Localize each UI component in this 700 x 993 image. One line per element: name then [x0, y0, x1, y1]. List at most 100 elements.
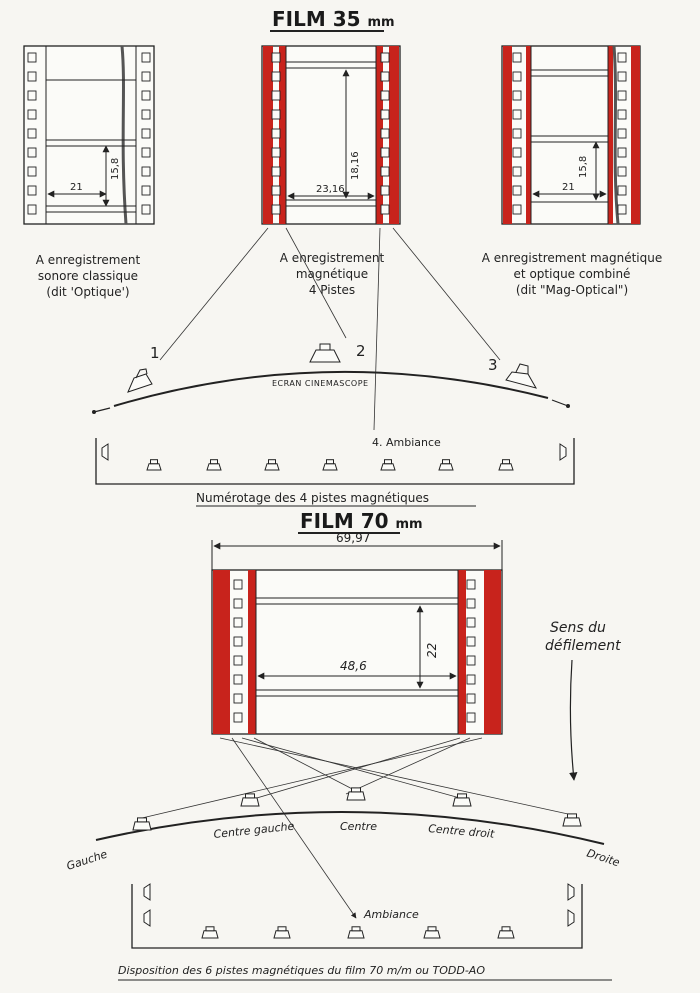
perforation: [380, 147, 390, 158]
ambiance-35-label: 4. Ambiance: [372, 436, 441, 449]
perforation: [617, 147, 627, 158]
perforation: [466, 598, 476, 609]
perforation: [233, 655, 243, 666]
perforation: [271, 204, 281, 215]
speaker-icon: [346, 787, 366, 801]
speaker-icon: [240, 793, 260, 807]
track-number-1: 1: [150, 344, 160, 362]
perforation: [617, 185, 627, 196]
perforation: [617, 71, 627, 82]
front-speakers-70: [132, 787, 582, 831]
svg-text:et optique combiné: et optique combiné: [514, 267, 631, 281]
perforation: [466, 693, 476, 704]
perforation: [233, 693, 243, 704]
cinemascope-screen: [113, 370, 549, 407]
perforation: [271, 52, 281, 63]
side-speaker-left-icon: [101, 443, 109, 461]
perforation: [466, 617, 476, 628]
film2-width: 23,16: [316, 184, 345, 195]
title-film-35: FILM 35 mm: [272, 7, 395, 31]
perforation: [512, 185, 522, 196]
speaker-icon: [438, 459, 454, 471]
speaker-front-right: [505, 363, 538, 389]
perforation: [380, 109, 390, 120]
perforation: [380, 185, 390, 196]
speaker-icon: [132, 817, 152, 831]
perforation: [233, 617, 243, 628]
track-leader-lines-35: [159, 227, 501, 431]
perforation: [512, 204, 522, 215]
svg-text:(dit 'Optique'): (dit 'Optique'): [46, 285, 129, 299]
perforation: [271, 90, 281, 101]
ambiance-speakers-35: [101, 443, 567, 471]
speaker-icon: [497, 926, 515, 939]
perforation: [271, 166, 281, 177]
film-35-magnetic: 23,16 18,16: [261, 45, 401, 225]
auditorium-35: [95, 438, 575, 485]
title-film-70: FILM 70 mm: [300, 509, 423, 533]
perforation: [271, 128, 281, 139]
track-number-3: 3: [488, 356, 498, 374]
perforation: [512, 128, 522, 139]
direction-label-line2: défilement: [545, 638, 621, 654]
perforation: [512, 52, 522, 63]
speaker-front-left: [127, 368, 153, 393]
perforation: [617, 109, 627, 120]
perforation: [271, 147, 281, 158]
perforation: [271, 185, 281, 196]
svg-text:sonore classique: sonore classique: [38, 269, 138, 283]
perforation: [617, 90, 627, 101]
film1-height: 15,8: [110, 158, 121, 180]
speaker-icon: [423, 926, 441, 939]
svg-text:magnétique: magnétique: [296, 267, 368, 281]
caption-film2: A enregistrement magnétique 4 Pistes: [280, 251, 385, 297]
perforation: [466, 674, 476, 685]
speaker-icon: [498, 459, 514, 471]
perforation: [466, 655, 476, 666]
side-speaker-left-icon: [143, 883, 151, 901]
film-35-mag-optical: 21 15,8: [501, 45, 641, 225]
perforation: [512, 90, 522, 101]
perforation: [233, 712, 243, 723]
perforation: [141, 109, 151, 120]
speaker-icon: [201, 926, 219, 939]
perforation: [466, 579, 476, 590]
speaker-label-gauche: Gauche: [65, 847, 109, 872]
speaker-icon: [380, 459, 396, 471]
perforation: [380, 90, 390, 101]
side-speaker-right-icon: [567, 883, 575, 901]
perforation: [617, 166, 627, 177]
perforation: [141, 166, 151, 177]
perforation: [27, 90, 37, 101]
perforation: [233, 674, 243, 685]
screen-label: ECRAN CINEMASCOPE: [272, 379, 369, 388]
film-70: 69,97 48,6 22: [211, 531, 503, 735]
film3-height: 15,8: [578, 156, 589, 178]
svg-text:A enregistrement: A enregistrement: [280, 251, 385, 265]
speaker-icon: [264, 459, 280, 471]
speaker-label-droite: Droite: [585, 846, 621, 869]
speaker-icon: [347, 926, 365, 939]
perforation: [512, 109, 522, 120]
perforation: [271, 109, 281, 120]
perforation: [380, 128, 390, 139]
speaker-front-center: [309, 343, 341, 363]
film70-image-height: 22: [425, 643, 439, 658]
film3-width: 21: [562, 182, 575, 193]
perforation: [27, 147, 37, 158]
ambiance-speakers-70: [143, 883, 575, 939]
side-speaker-right-icon: [559, 443, 567, 461]
speaker-icon: [206, 459, 222, 471]
svg-text:4 Pistes: 4 Pistes: [309, 283, 355, 297]
direction-label-line1: Sens du: [550, 620, 606, 636]
perforation: [27, 128, 37, 139]
screen-70: [95, 810, 605, 845]
speaker-icon: [322, 459, 338, 471]
perforation: [27, 71, 37, 82]
perforation: [27, 185, 37, 196]
speaker-icon: [562, 813, 582, 827]
auditorium-70: [131, 884, 583, 949]
perforation: [466, 712, 476, 723]
speaker-label-centre-droit: Centre droit: [428, 822, 496, 841]
